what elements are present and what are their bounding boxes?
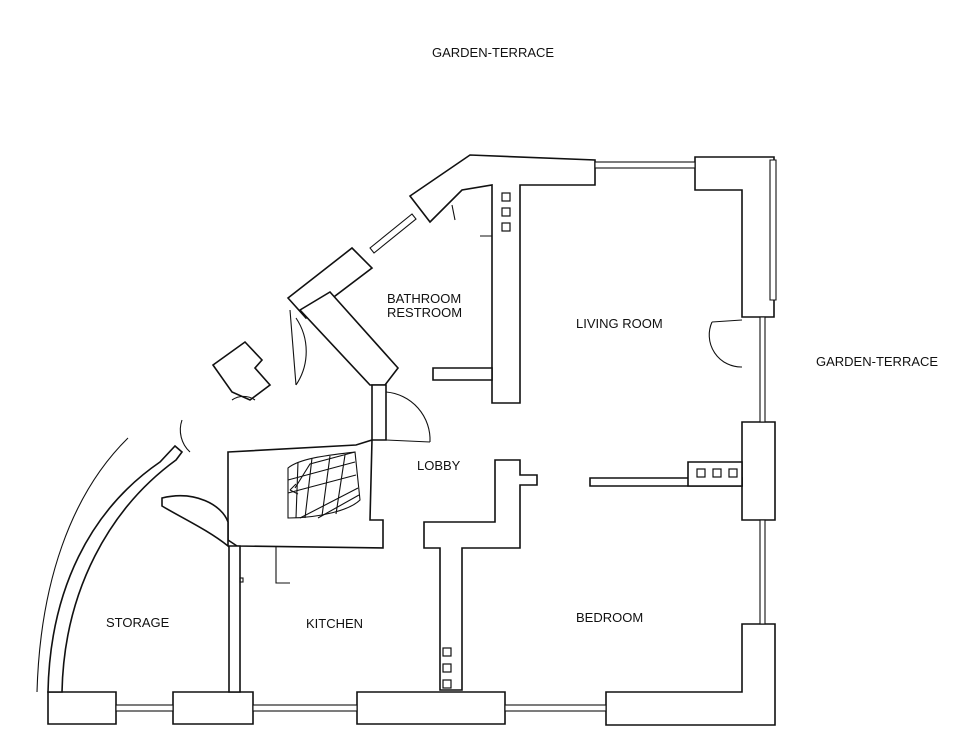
door-entry [289,309,307,386]
window-bottom-storage [115,704,174,712]
door-storage [179,419,191,453]
label-garden-terrace-top: GARDEN-TERRACE [432,45,554,60]
wall-entry-left [211,340,272,401]
wall-bottom-left-kitchen [172,691,254,725]
window-right-lower [759,519,766,625]
wall-bathroom-diagonal [298,290,400,386]
wall-storage-curve [47,444,184,693]
wall-right-pier [741,421,776,521]
wall-lobby-pillar [371,384,387,441]
window-top-living [594,161,696,169]
door-entry-small [231,395,256,401]
wall-diagonal-mid [286,246,374,320]
wall-bottom-right [605,623,776,726]
door-living-right [708,319,743,368]
wall-storage-inner [161,494,229,548]
storage-outer-curve [36,437,129,693]
label-bathroom: BATHROOM [387,291,461,306]
window-bottom-kitchen [252,704,358,712]
wall-bottom-storage [47,691,117,725]
wall-bedroom-partition [423,459,538,691]
wall-top-right-corner [694,156,775,318]
window-right-edge [769,159,777,301]
duct-bathroom [501,192,511,232]
wall-bathroom-bottom [432,367,493,381]
door-lobby [385,391,431,443]
duct-kitchen [442,647,452,689]
wall-kitchen-left [228,545,241,693]
label-kitchen: KITCHEN [306,616,363,631]
window-right-upper [759,316,766,423]
duct-living [696,468,738,478]
label-storage: STORAGE [106,615,170,630]
wall-bottom-middle [356,691,506,725]
label-restroom: RESTROOM [387,305,462,320]
staircase [287,451,361,519]
wall-top-diagonal [408,154,596,404]
label-garden-terrace-right: GARDEN-TERRACE [816,354,938,369]
stub-kitchen [275,546,290,584]
window-bottom-bedroom [504,704,607,712]
stub-bath [451,204,492,237]
label-bedroom: BEDROOM [576,610,643,625]
kitchen-small-mark [239,577,244,583]
window-diagonal [369,213,417,254]
wall-stair-enclosure [227,438,384,549]
label-living-room: LIVING ROOM [576,316,663,331]
label-lobby: LOBBY [417,458,461,473]
